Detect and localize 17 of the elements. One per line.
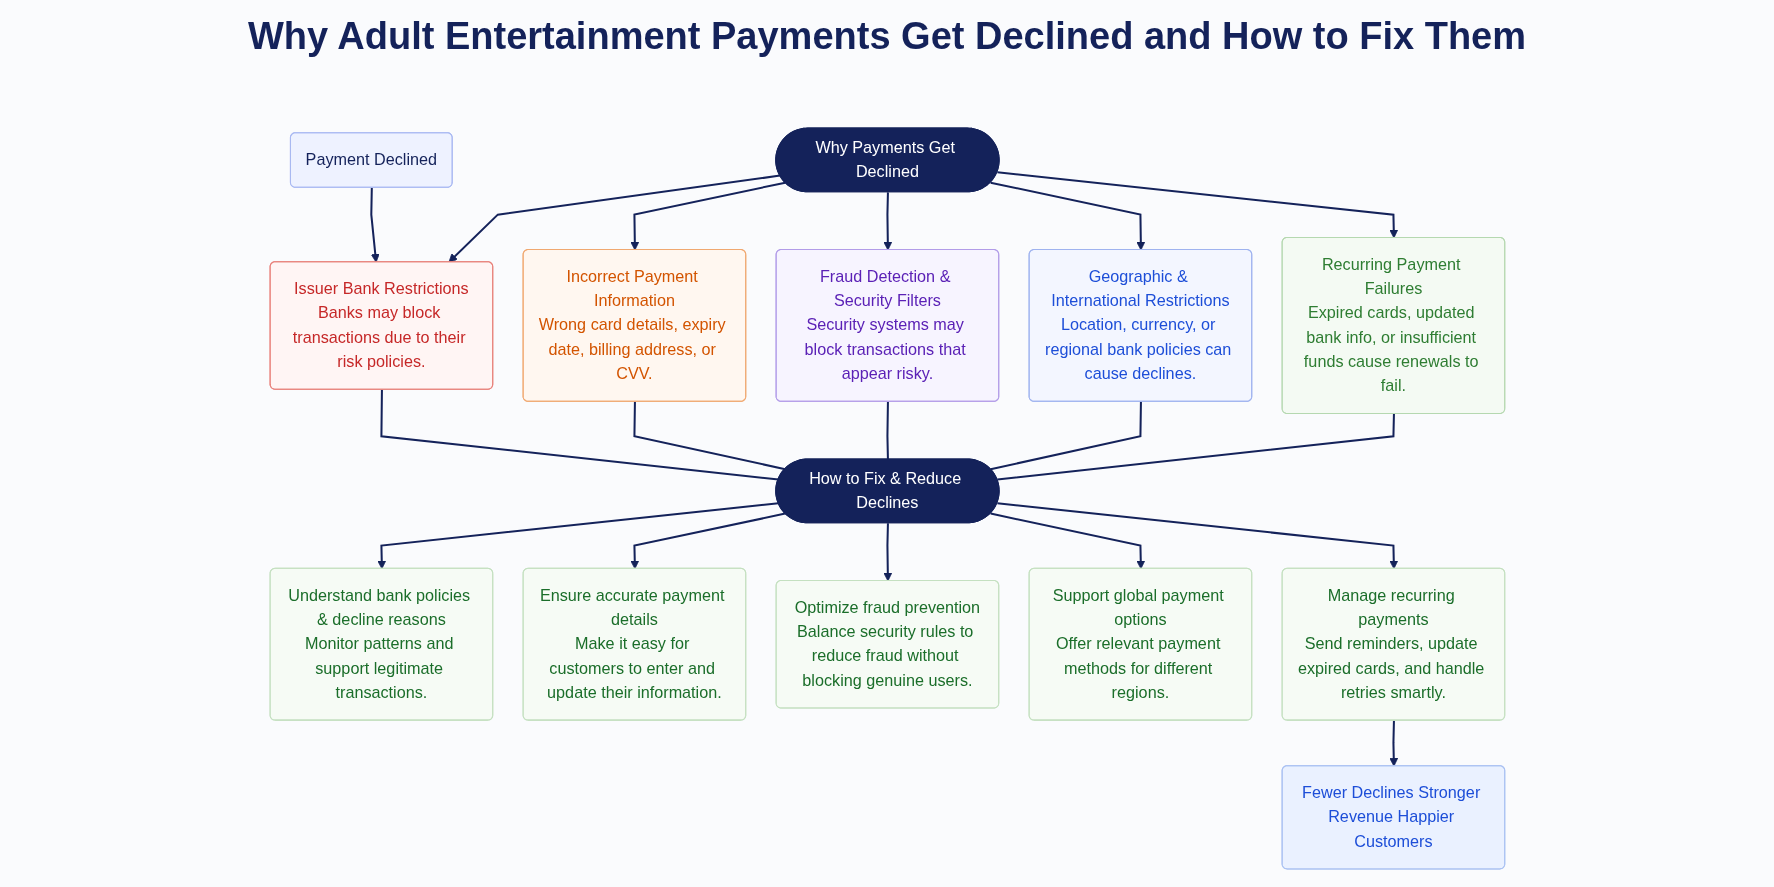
connector (886, 401, 889, 460)
arrow (369, 187, 380, 263)
arrow (996, 502, 1398, 570)
arrow (629, 181, 785, 251)
arrow (882, 192, 892, 251)
arrow (448, 174, 780, 263)
connector (996, 413, 1395, 481)
arrow (1388, 720, 1398, 767)
title: Why Adult Entertainment Payments Get Declined and How to Fix Them (246, 14, 1528, 59)
arrow (989, 181, 1145, 251)
arrow (882, 523, 892, 582)
connector (989, 401, 1142, 471)
arrow (989, 512, 1145, 570)
connector (632, 401, 785, 471)
arrow (996, 171, 1398, 239)
arrow (376, 502, 779, 570)
arrow (629, 512, 785, 570)
